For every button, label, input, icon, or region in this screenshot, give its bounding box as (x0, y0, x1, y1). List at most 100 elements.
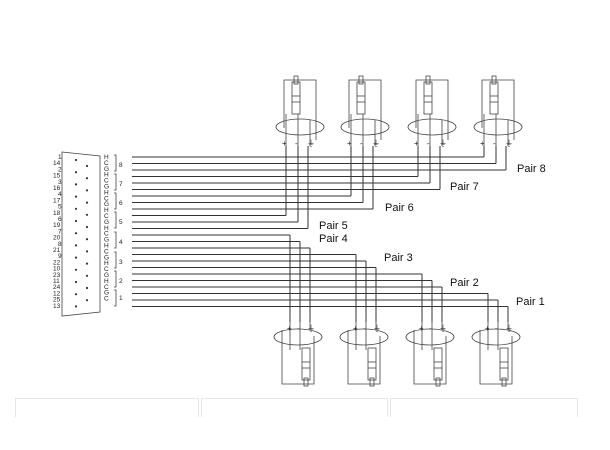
pair-8-label: Pair 8 (517, 163, 546, 175)
db25-pin-number: 5 (58, 204, 62, 211)
signal-letter: H (104, 207, 109, 214)
db25-pin-number: 6 (58, 216, 62, 223)
top-jack-plus: + (480, 139, 485, 148)
top-jack-plus: + (414, 139, 419, 148)
channel-bracket (114, 192, 117, 210)
bottom-jack-frame (347, 330, 381, 385)
db25-pin-number: 3 (58, 179, 62, 186)
pair-3-label: Pair 3 (384, 252, 413, 264)
top-jack-minus: - (360, 139, 363, 148)
bottom-jack-frame (281, 330, 315, 385)
db25-pin-number: 12 (53, 290, 61, 297)
top-jack-plus: + (282, 139, 287, 148)
channel-bracket (114, 251, 117, 269)
db25-pin-number: 18 (53, 210, 61, 217)
bottom-jack-minus: - (297, 324, 300, 333)
bottom-jack-plus: + (353, 324, 358, 333)
db25-connector-body (61, 151, 101, 317)
top-jack-plug-tip (358, 75, 364, 85)
db25-pin-number: 10 (53, 266, 61, 273)
signal-letter: H (104, 278, 109, 285)
db25-pin-dot (74, 280, 78, 284)
signal-letter: G (104, 166, 109, 173)
signal-letter: H (104, 172, 109, 179)
pair-7-label: Pair 7 (450, 181, 479, 193)
top-jack-ground: ⏚ (372, 139, 380, 148)
top-jack-shield-ellipse (275, 118, 325, 136)
db25-pin-dot (85, 299, 89, 302)
bottom-jack-ground: ⏚ (439, 324, 447, 333)
signal-letter: C (104, 248, 109, 255)
db25-pin-dot (85, 177, 89, 180)
db25-pin-number: 4 (58, 191, 62, 198)
pair-5-label: Pair 5 (319, 220, 348, 232)
top-jack-shield-ellipse (340, 118, 390, 136)
bottom-jack-plug-body (301, 347, 311, 381)
signal-letter: G (104, 219, 109, 226)
db25-pin-dot (74, 293, 78, 296)
top-jack-ground: ⏚ (505, 139, 513, 148)
signal-letter: H (104, 189, 109, 196)
top-jack-frame (283, 79, 317, 140)
db25-pin-number: 7 (58, 228, 62, 235)
channel-2-number: 2 (119, 278, 123, 285)
channel-bracket (114, 154, 117, 172)
bottom-jack-shield-ellipse (405, 328, 455, 346)
db25-pin-dot (85, 262, 89, 265)
db25-pin-dot (74, 171, 78, 174)
top-jack-ground: ⏚ (307, 139, 315, 148)
top-jack-plug-body (423, 81, 433, 115)
signal-letter: H (104, 243, 109, 250)
db25-pin-number: 22 (53, 259, 61, 266)
db25-pin-number: 14 (53, 160, 61, 167)
signal-letter: C (104, 178, 109, 185)
db25-pin-number: 17 (53, 197, 61, 204)
db25-pin-dot (74, 256, 78, 259)
bottom-jack-shield-ellipse (339, 328, 389, 346)
bottom-jack-ground: ⏚ (505, 324, 513, 333)
bottom-panel-2 (201, 398, 388, 417)
db25-pin-dot (74, 232, 78, 235)
bottom-jack-plug-tip (435, 377, 441, 387)
db25-pin-number: 11 (53, 278, 60, 285)
db25-pin-dot (74, 268, 78, 271)
channel-3-number: 3 (119, 259, 123, 266)
signal-letter: H (104, 260, 109, 267)
signal-letter: C (104, 195, 109, 202)
channel-7-number: 7 (119, 181, 123, 188)
db25-pin-number: 24 (53, 284, 61, 291)
db25-pin-dot (74, 158, 78, 162)
bottom-jack-minus: - (495, 324, 498, 333)
channel-bracket (114, 211, 117, 229)
bottom-jack-plug-body (367, 347, 377, 381)
channel-6-number: 6 (119, 200, 123, 207)
top-jack-plug-body (291, 81, 301, 115)
bottom-jack-plus: + (287, 324, 292, 333)
channel-1-number: 1 (119, 295, 123, 302)
db25-pin-number: 20 (53, 235, 61, 242)
channel-bracket (114, 173, 117, 191)
db25-pin-dot (74, 207, 78, 210)
bottom-panel-3 (390, 398, 578, 417)
bottom-jack-shield-ellipse (273, 328, 323, 346)
db25-pin-number: 23 (53, 272, 61, 279)
db25-pin-number: 1 (58, 154, 62, 161)
top-jack-shield-ellipse (407, 118, 457, 136)
db25-pin-dot (85, 213, 89, 216)
bottom-jack-frame (413, 330, 447, 385)
top-jack-ground: ⏚ (439, 139, 447, 148)
signal-letter: G (104, 254, 109, 261)
db25-pin-dot (85, 201, 89, 204)
signal-letter: C (104, 266, 109, 273)
db25-pin-number: 16 (53, 185, 61, 192)
bottom-jack-plug-tip (501, 377, 507, 387)
pair-2-label: Pair 2 (450, 277, 479, 289)
signal-letter: C (104, 296, 109, 303)
signal-letter: C (104, 231, 109, 238)
db25-pin-dot (74, 244, 78, 247)
pair-1-label: Pair 1 (516, 296, 545, 308)
signal-letter: H (104, 154, 109, 161)
